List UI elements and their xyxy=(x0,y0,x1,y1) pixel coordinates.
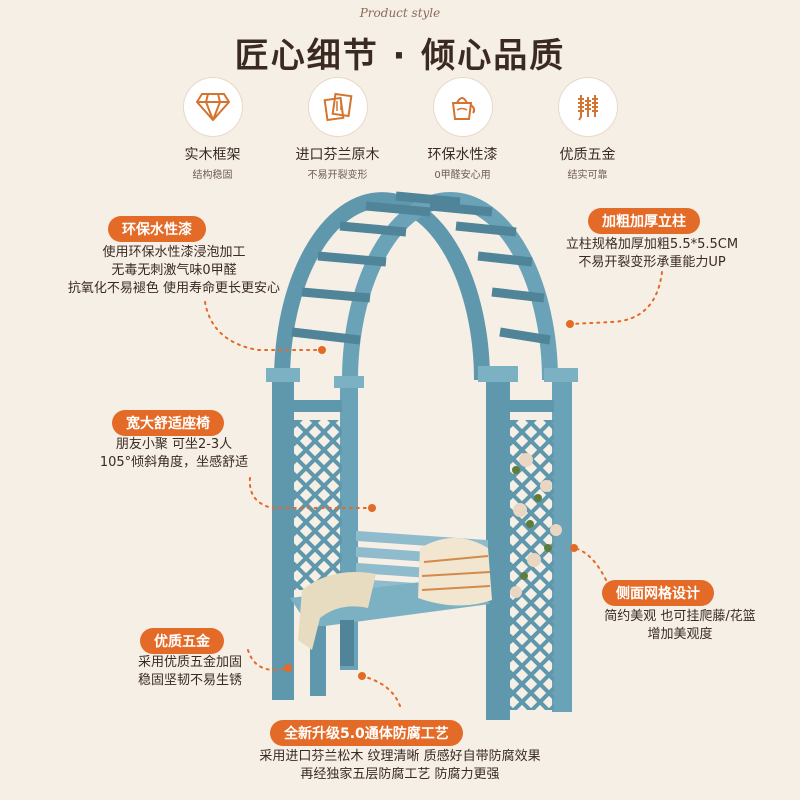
hardware-screws-icon xyxy=(558,78,617,136)
feature-item: 实木框架 结构稳固 xyxy=(150,78,275,181)
callout-anticorrosion-label: 全新升级5.0通体防腐工艺 xyxy=(270,720,463,746)
feature-row: 实木框架 结构稳固 进口芬兰原木 不易开裂变形 环保水性漆 0甲醛安心用 优质五… xyxy=(150,78,650,181)
callout-line: 使用环保水性漆浸泡加工 xyxy=(102,245,246,260)
feature-desc: 不易开裂变形 xyxy=(307,170,368,181)
feature-item: 环保水性漆 0甲醛安心用 xyxy=(400,78,525,181)
callout-line: 无毒无刺激气味0甲醛 xyxy=(111,263,237,278)
diamond-icon xyxy=(183,78,242,136)
callout-lattice-label: 侧面网格设计 xyxy=(602,580,714,606)
feature-desc: 0甲醛安心用 xyxy=(434,170,491,181)
feature-title: 优质五金 xyxy=(559,147,616,163)
callout-paint-label: 环保水性漆 xyxy=(108,216,206,242)
feature-title: 实木框架 xyxy=(184,147,241,163)
feature-item: 进口芬兰原木 不易开裂变形 xyxy=(275,78,400,181)
callout-line: 105°倾斜角度，坐感舒适 xyxy=(99,455,249,470)
feature-title: 环保水性漆 xyxy=(427,147,498,163)
feature-title: 进口芬兰原木 xyxy=(295,147,380,163)
callout-post-label: 加粗加厚立柱 xyxy=(588,208,700,234)
callout-hardware-desc: 采用优质五金加固 稳固坚韧不易生锈 xyxy=(108,654,272,690)
callout-line: 再经独家五层防腐工艺 防腐力更强 xyxy=(300,767,500,782)
feature-item: 优质五金 结实可靠 xyxy=(525,78,650,181)
callout-line: 增加美观度 xyxy=(647,627,713,642)
wood-planks-icon xyxy=(308,78,367,136)
callout-line: 不易开裂变形承重能力UP xyxy=(578,255,726,270)
callout-hardware-label: 优质五金 xyxy=(140,628,224,654)
callout-paint-desc: 使用环保水性漆浸泡加工 无毒无刺激气味0甲醛 抗氧化不易褪色 使用寿命更长更安心 xyxy=(40,244,308,298)
callout-seat-desc: 朋友小聚 可坐2-3人 105°倾斜角度，坐感舒适 xyxy=(76,436,272,472)
feature-desc: 结实可靠 xyxy=(567,170,608,181)
callout-post-desc: 立柱规格加厚加粗5.5*5.5CM 不易开裂变形承重能力UP xyxy=(534,236,770,272)
feature-desc: 结构稳固 xyxy=(192,170,233,181)
callout-lattice-desc: 简约美观 也可挂爬藤/花篮 增加美观度 xyxy=(574,608,786,644)
page-title: 匠心细节 · 倾心品质 xyxy=(234,36,566,76)
callout-line: 采用优质五金加固 xyxy=(137,655,242,670)
paint-bucket-icon xyxy=(433,78,492,136)
script-subtitle: Product style xyxy=(359,6,441,20)
callout-line: 简约美观 也可挂爬藤/花篮 xyxy=(604,609,756,624)
callout-line: 朋友小聚 可坐2-3人 xyxy=(115,437,233,452)
callout-line: 稳固坚韧不易生锈 xyxy=(137,673,242,688)
callout-anticorrosion-desc: 采用进口芬兰松木 纹理清晰 质感好自带防腐效果 再经独家五层防腐工艺 防腐力更强 xyxy=(150,748,650,784)
callout-seat-label: 宽大舒适座椅 xyxy=(112,410,224,436)
callout-line: 立柱规格加厚加粗5.5*5.5CM xyxy=(565,237,739,252)
callout-line: 抗氧化不易褪色 使用寿命更长更安心 xyxy=(67,281,281,296)
callout-line: 采用进口芬兰松木 纹理清晰 质感好自带防腐效果 xyxy=(259,749,541,764)
